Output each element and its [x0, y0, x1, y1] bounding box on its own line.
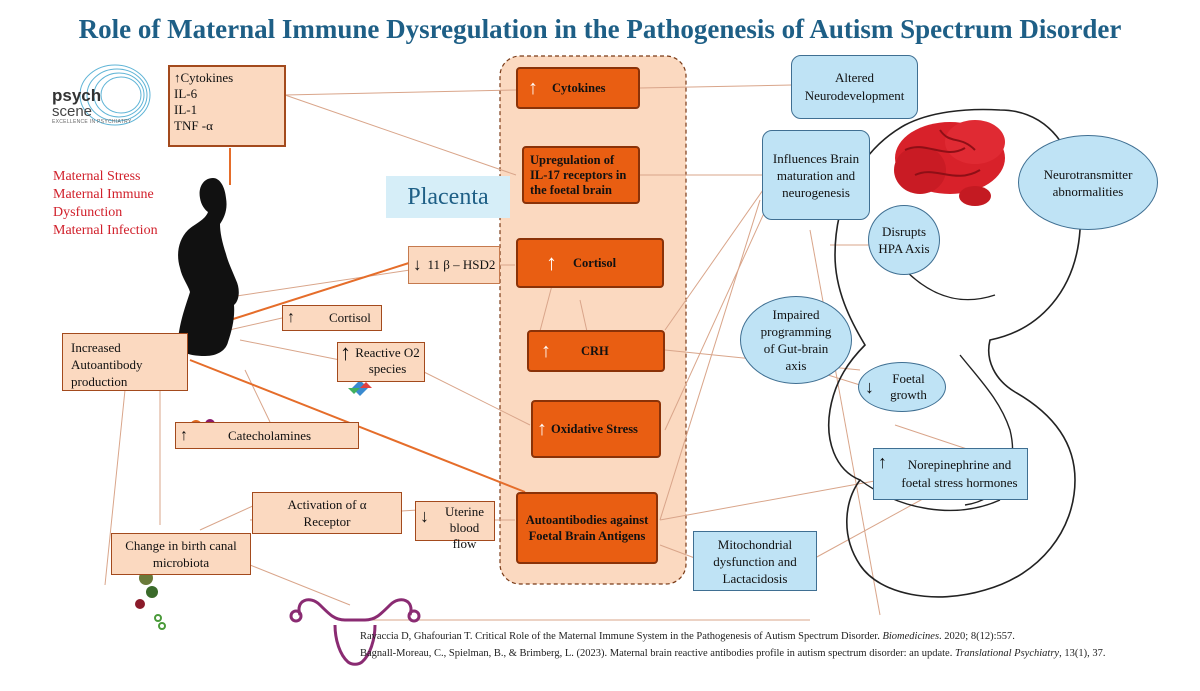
reference-item: Ravaccia D, Ghafourian T. Critical Role …: [360, 631, 1015, 642]
cortisol-label: Cortisol: [329, 310, 371, 325]
page-title: Role of Maternal Immune Dysregulation in…: [78, 14, 1122, 44]
birth-canal-box: Change in birth canal microbiota: [111, 533, 251, 575]
mitochondrial-box: Mitochondrial dysfunction and Lactacidos…: [693, 531, 817, 591]
foetal-growth-label: Foetal growth: [890, 371, 927, 402]
placenta-cytokines-box: ↑ Cytokines: [516, 67, 640, 109]
il6-label: IL-6: [174, 86, 198, 101]
uterus-icon: [289, 598, 421, 666]
catecholamines-box: ↑ Catecholamines: [175, 422, 359, 449]
uterine-blood-flow-box: ↓ Uterine blood flow: [415, 501, 495, 551]
down-arrow-icon: ↓: [413, 255, 422, 274]
hsd2-label: 11 β – HSD2: [427, 257, 496, 272]
placenta-label: Placenta: [386, 176, 510, 218]
alpha-receptor-label: Activation of α Receptor: [287, 497, 367, 529]
cytokines-box: ↑Cytokines IL-6 IL-1 TNF -α: [168, 65, 286, 147]
neurotransmitter-ellipse: Neurotransmitter abnormalities: [1018, 135, 1158, 230]
norepinephrine-label: Norepinephrine and foetal stress hormone…: [901, 457, 1018, 490]
norepinephrine-box: ↑ Norepinephrine and foetal stress hormo…: [873, 448, 1028, 500]
catecholamines-label: Catecholamines: [228, 427, 312, 443]
up-arrow-icon: ↑: [541, 339, 551, 362]
alpha-receptor-box: Activation of α Receptor: [252, 492, 402, 534]
up-arrow-icon: ↑: [180, 426, 188, 444]
placenta-item-label: Cortisol: [573, 255, 617, 270]
brain-icon: [894, 120, 1005, 206]
mitochondrial-label: Mitochondrial dysfunction and Lactacidos…: [713, 536, 797, 586]
foetus-jaw-line: [904, 269, 996, 301]
up-arrow-icon: ↑: [340, 340, 351, 365]
foetal-growth-ellipse: ↓ Foetal growth: [858, 362, 946, 412]
up-arrow-icon: ↑: [528, 76, 538, 99]
placenta-item-label: CRH: [581, 343, 609, 358]
up-arrow-icon: ↑: [537, 417, 547, 440]
references: Ravaccia D, Ghafourian T. Critical Role …: [360, 628, 1160, 662]
pregnant-woman-silhouette: [177, 178, 239, 356]
reference-item: Bagnall-Moreau, C., Spielman, B., & Brim…: [360, 648, 1106, 659]
placenta-crh-box: ↑ CRH: [527, 330, 665, 372]
altered-neurodevelopment-box: Altered Neurodevelopment: [791, 55, 918, 119]
up-arrow-icon: ↑: [174, 70, 181, 85]
maternal-factor: Maternal Immune: [53, 187, 154, 202]
maternal-factor: Maternal Infection: [53, 223, 158, 238]
down-arrow-icon: ↓: [420, 506, 429, 526]
altered-label: Altered Neurodevelopment: [804, 70, 905, 103]
il1-label: IL-1: [174, 102, 198, 117]
down-arrow-icon: ↓: [865, 377, 874, 397]
placenta-oxidative-box: ↑ Oxidative Stress: [531, 400, 661, 458]
influences-label: Influences Brain maturation and neurogen…: [772, 150, 860, 200]
tnf-label: TNF -α: [174, 118, 213, 133]
cytokines-label: Cytokines: [180, 70, 234, 85]
brain-maturation-box: Influences Brain maturation and neurogen…: [762, 130, 870, 220]
psych-scene-logo: psych scene EXCELLENCE IN PSYCHIATRY: [52, 86, 162, 125]
up-arrow-icon: ↑: [878, 452, 887, 472]
maternal-factor: Dysfunction: [53, 205, 123, 220]
maternal-factor: Maternal Stress: [53, 169, 141, 184]
placenta-cortisol-box: ↑ Cortisol: [516, 238, 664, 288]
placenta-autoantibodies-box: Autoantibodies against Foetal Brain Anti…: [516, 492, 658, 564]
up-arrow-icon: ↑: [287, 309, 295, 326]
hsd2-box: ↓ 11 β – HSD2: [408, 246, 500, 284]
microbiota-icon: [135, 571, 166, 630]
hpa-axis-ellipse: Disrupts HPA Axis: [868, 205, 940, 275]
logo-line2: scene: [52, 103, 93, 120]
reactive-oxygen-box: ↑ Reactive O2 species: [337, 342, 425, 382]
ros-molecule-icon: [348, 380, 372, 396]
foetus-outline: [828, 108, 1082, 598]
placenta-il17-box: Upregulation of IL-17 receptors in the f…: [522, 146, 640, 204]
uterine-label: Uterine blood flow: [445, 504, 484, 551]
logo-swirl: [79, 64, 151, 126]
neurotransmitter-label: Neurotransmitter abnormalities: [1043, 166, 1133, 199]
logo-line1: psych: [52, 86, 102, 105]
placenta-item-label: Oxidative Stress: [551, 421, 638, 436]
logo-tagline: EXCELLENCE IN PSYCHIATRY: [52, 119, 132, 125]
birth-canal-label: Change in birth canal microbiota: [125, 538, 237, 570]
maternal-cortisol-box: ↑ Cortisol: [282, 305, 382, 331]
placenta-item-label: Upregulation of IL-17 receptors in the f…: [530, 152, 627, 197]
autoantibody-label: Increased Autoantibody production: [71, 340, 143, 389]
ros-label: Reactive O2 species: [355, 345, 420, 376]
gut-brain-ellipse: Impaired programming of Gut-brain axis: [740, 296, 852, 384]
maternal-factors: Maternal Stress Maternal Immune Dysfunct…: [53, 168, 183, 240]
autoantibody-production-box: Increased Autoantibody production: [62, 333, 188, 391]
hpa-label: Disrupts HPA Axis: [878, 224, 930, 256]
placenta-item-label: Cytokines: [552, 80, 606, 95]
up-arrow-icon: ↑: [546, 250, 557, 275]
gut-brain-label: Impaired programming of Gut-brain axis: [760, 307, 832, 373]
placenta-item-label: Autoantibodies against Foetal Brain Anti…: [525, 513, 649, 543]
